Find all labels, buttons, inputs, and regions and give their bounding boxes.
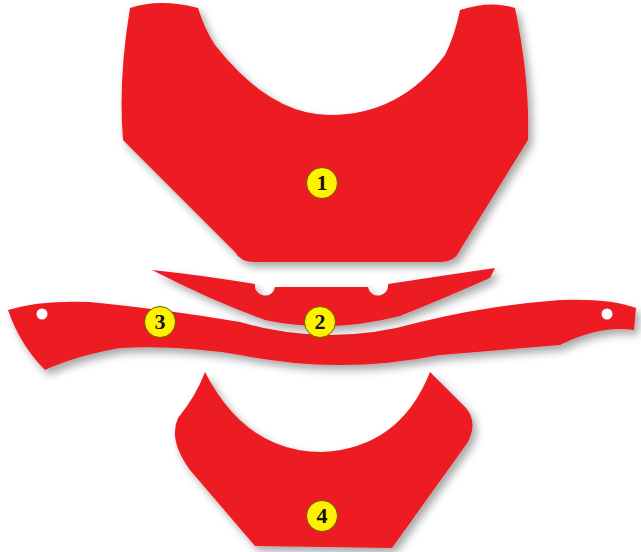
callout-number: 1	[317, 172, 328, 194]
callout-circle: 4	[306, 500, 338, 532]
callout-circle: 1	[306, 167, 338, 199]
mounting-hole	[602, 309, 613, 320]
mounting-hole	[37, 309, 48, 320]
callout-number: 4	[317, 505, 328, 527]
callout-circle: 3	[144, 306, 176, 338]
callout-number: 3	[155, 311, 166, 333]
decal-piece	[8, 300, 636, 370]
decal-piece	[175, 372, 473, 548]
decal-piece	[122, 3, 529, 262]
callout-number: 2	[315, 311, 326, 333]
callout-circle: 2	[304, 306, 336, 338]
